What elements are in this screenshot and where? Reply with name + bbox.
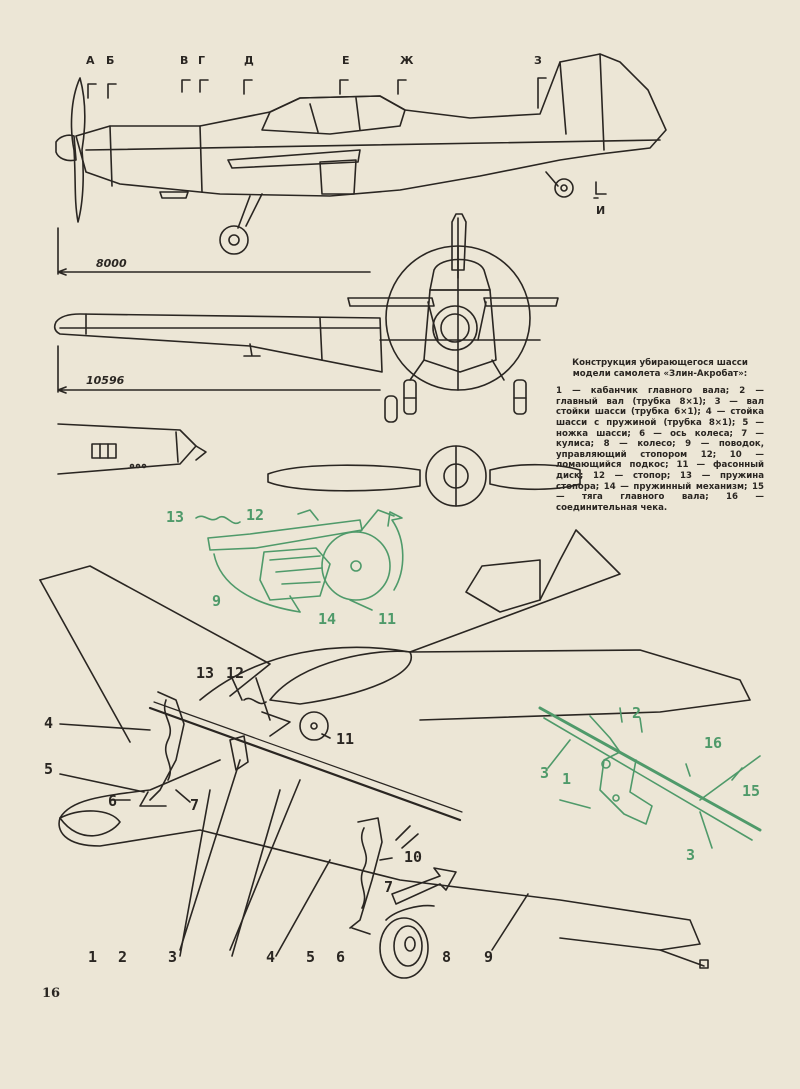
callout-green-12: 12 <box>246 506 265 524</box>
callout-11: 11 <box>336 730 355 748</box>
section-label-a: А <box>86 54 95 67</box>
callout-1: 1 <box>88 948 98 966</box>
callout-3: 3 <box>168 948 178 966</box>
callout-8: 8 <box>442 948 452 966</box>
section-label-d: Д <box>244 54 254 67</box>
callout-shaft-3-right: 3 <box>686 846 696 864</box>
section-label-e: Е <box>342 54 350 67</box>
callout-green-11: 11 <box>378 610 397 628</box>
section-label-b: Б <box>106 54 115 67</box>
caption-title: Конструкция убирающегося шасси модели са… <box>572 358 748 379</box>
shaft-detail <box>538 706 762 849</box>
front-view <box>347 213 559 423</box>
stop-mechanism-detail <box>195 509 404 613</box>
wing-top-view <box>53 313 383 394</box>
callout-6-right: 6 <box>336 948 346 966</box>
callout-green-13: 13 <box>166 508 185 526</box>
length-dimension: 8000 <box>96 257 127 270</box>
callout-green-9: 9 <box>212 592 222 610</box>
side-view <box>55 53 667 276</box>
page-number: 16 <box>42 986 61 1001</box>
callout-shaft-16: 16 <box>704 734 723 752</box>
callout-2: 2 <box>118 948 128 966</box>
callout-4-right: 4 <box>266 948 276 966</box>
section-label-v: В <box>180 54 189 67</box>
callout-12: 12 <box>226 664 245 682</box>
callout-10: 10 <box>404 848 423 866</box>
isometric-main-view <box>39 529 751 979</box>
section-label-g: Г <box>198 54 206 67</box>
figure-caption: Конструкция убирающегося шасси модели са… <box>556 358 764 513</box>
callout-shaft-3-left: 3 <box>540 764 550 782</box>
section-label-i: И <box>596 204 606 217</box>
callout-4-left: 4 <box>44 714 54 732</box>
callout-7-left: 7 <box>190 796 200 814</box>
callout-green-14: 14 <box>318 610 337 628</box>
callout-6-left: 6 <box>108 792 118 810</box>
callout-shaft-15: 15 <box>742 782 761 800</box>
callout-5-right: 5 <box>306 948 316 966</box>
callout-shaft-2: 2 <box>632 704 642 722</box>
callout-7-right: 7 <box>384 878 394 896</box>
tail-plan-view <box>267 445 581 507</box>
callout-5-left: 5 <box>44 760 54 778</box>
callout-9: 9 <box>484 948 494 966</box>
section-label-zh: Ж <box>400 54 414 67</box>
wingspan-dimension: 10596 <box>86 374 125 387</box>
caption-body: 1 — кабанчик главного вала; 2 — главный … <box>556 386 764 513</box>
callout-shaft-1: 1 <box>562 770 572 788</box>
callout-13: 13 <box>196 664 215 682</box>
nose-section-view <box>57 423 207 475</box>
section-label-z: З <box>534 54 542 67</box>
